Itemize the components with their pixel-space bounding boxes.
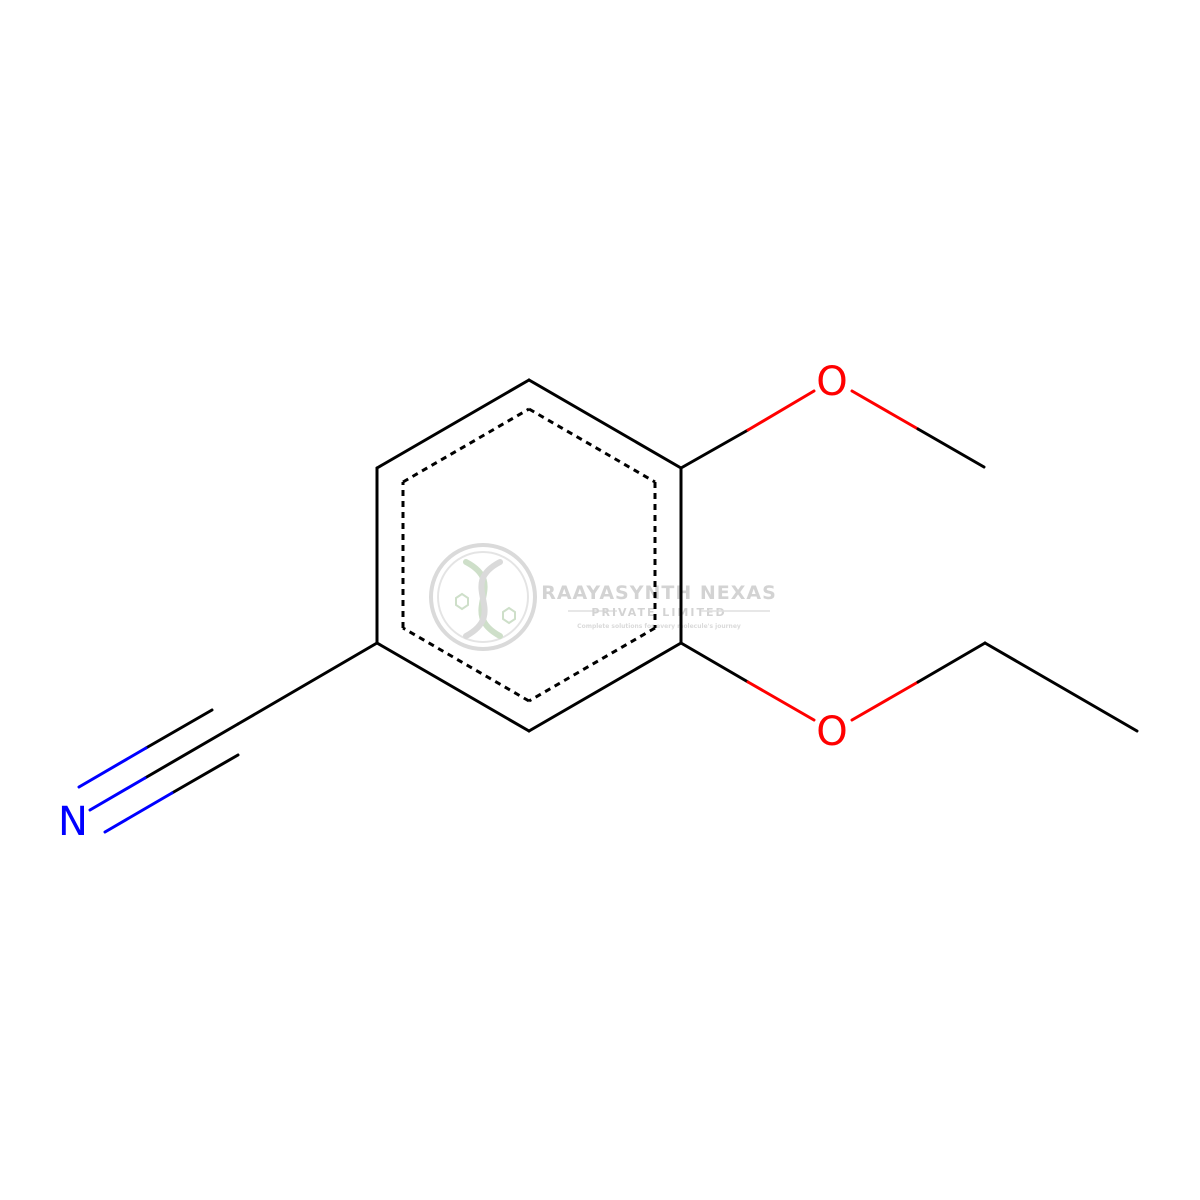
aromatic-bond-1	[528, 407, 656, 484]
watermark-tagline: Complete solutions for every molecule's …	[577, 623, 741, 630]
watermark-logo	[429, 543, 537, 651]
triple-bond-center-dark	[143, 722, 240, 780]
bond-ring-to-o-ethoxy-red	[746, 680, 816, 722]
ring-bond-c6-c1	[375, 378, 531, 470]
bond-ring-to-o-methoxy-red	[746, 389, 816, 432]
bond-ch2-to-ch3	[983, 641, 1139, 733]
benzene-ring	[375, 378, 683, 733]
ring-bond-c3-c4	[527, 641, 683, 733]
aromatic-inner-ring	[401, 407, 657, 703]
atom-label-oxygen-methoxy: O	[816, 359, 847, 405]
bond-ring-to-o-ethoxy-dark	[679, 641, 750, 684]
triple-bond-upper-blue	[77, 746, 148, 789]
bond-ring-to-o-methoxy-dark	[679, 428, 750, 470]
watermark-subtitle: PRIVATE LIMITED	[591, 606, 726, 619]
atom-label-nitrogen: N	[58, 799, 88, 845]
bond-o-ethoxy-to-ch2-dark	[916, 641, 987, 684]
triple-bond-lower-blue	[103, 791, 174, 834]
ring-bond-c4-c5	[375, 641, 531, 733]
methoxy-group	[679, 389, 986, 470]
triple-bond-upper-dark	[144, 708, 214, 750]
triple-bond-center-blue	[88, 776, 147, 812]
watermark-company-name: RAAYASYNTH NEXAS	[541, 582, 777, 604]
aromatic-bond-4	[402, 626, 530, 703]
bond-ring-to-nitrile-carbon	[236, 641, 379, 726]
aromatic-bond-6	[402, 407, 530, 484]
ring-bond-c1-c2	[527, 378, 683, 470]
bond-o-methoxy-to-ch3-red	[850, 389, 920, 431]
bond-o-ethoxy-to-ch2-red	[850, 680, 920, 722]
aromatic-bond-3	[528, 626, 656, 703]
watermark: RAAYASYNTH NEXAS PRIVATE LIMITED Complet…	[429, 543, 777, 651]
nitrile-group	[77, 641, 379, 834]
bond-o-methoxy-to-ch3-dark	[916, 427, 986, 469]
atom-label-oxygen-ethoxy: O	[816, 709, 847, 755]
triple-bond-lower-dark	[170, 753, 240, 795]
ethoxy-group	[679, 641, 1139, 733]
